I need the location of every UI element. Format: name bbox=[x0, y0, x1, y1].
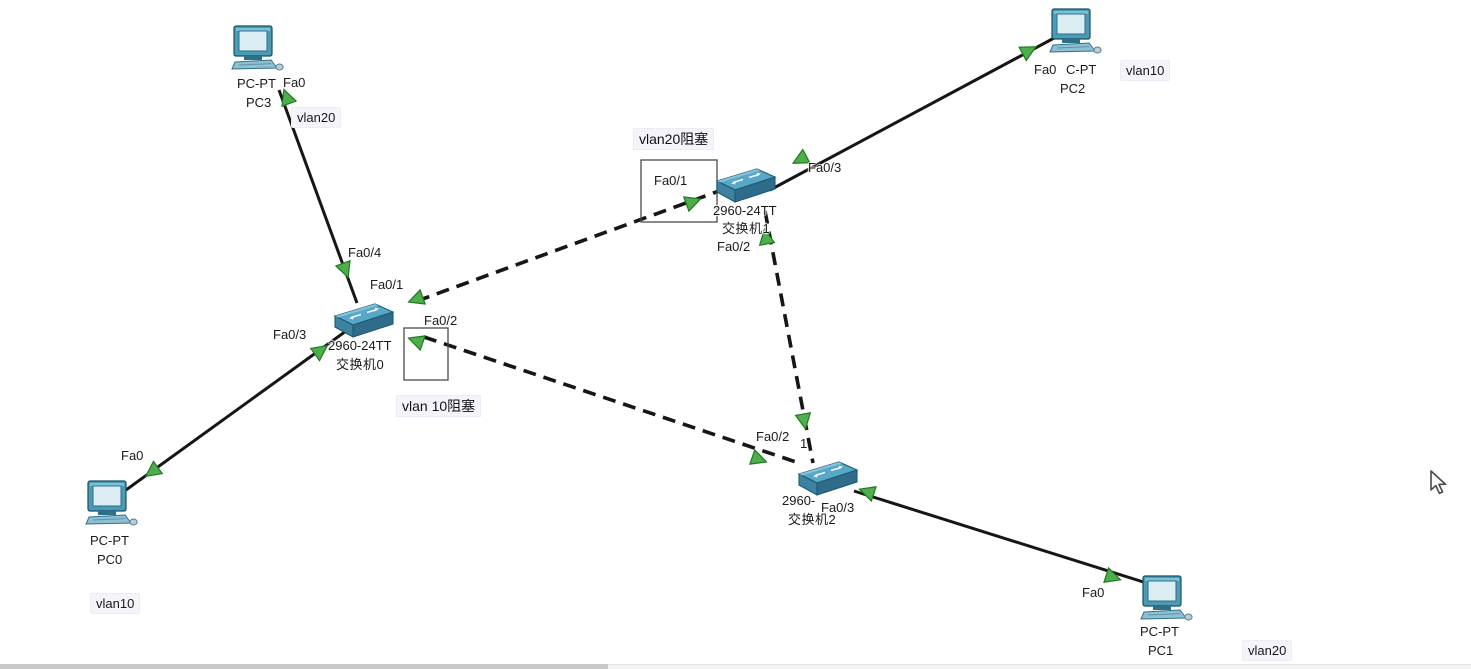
switch0-icon[interactable] bbox=[334, 303, 394, 338]
pc3-icon[interactable] bbox=[231, 25, 284, 71]
link-up-arrow-icon bbox=[788, 148, 811, 171]
link-sw0-sw1-blocked[interactable] bbox=[416, 189, 720, 303]
sw0-port-fa03-label: Fa0/3 bbox=[273, 327, 307, 342]
pc1-icon[interactable] bbox=[1140, 575, 1193, 621]
pc0-port-label: Fa0 bbox=[121, 448, 144, 463]
pc3-model-label: PC-PT bbox=[237, 76, 276, 91]
sw0-port-fa02-label: Fa0/2 bbox=[424, 313, 458, 328]
sw2-model-label: 2960- bbox=[782, 493, 816, 508]
sw2-port-fa01-partial-label: 1 bbox=[800, 436, 808, 451]
horizontal-scrollbar-thumb[interactable] bbox=[0, 664, 608, 669]
pc2-model-label: C-PT bbox=[1066, 62, 1097, 77]
sw0-port-fa01-label: Fa0/1 bbox=[370, 277, 404, 292]
sw1-port-fa03-label: Fa0/3 bbox=[808, 160, 842, 175]
pc1-vlan-note[interactable]: vlan20 bbox=[1243, 641, 1292, 660]
link-status-arrows bbox=[140, 39, 1124, 588]
pc2-port-label: Fa0 bbox=[1034, 62, 1057, 77]
mouse-cursor-icon bbox=[1430, 470, 1447, 495]
link-up-arrow-icon bbox=[405, 330, 426, 351]
link-up-arrow-icon bbox=[1018, 39, 1041, 62]
pc3-vlan-note[interactable]: vlan20 bbox=[292, 108, 341, 127]
link-up-arrow-icon bbox=[335, 260, 356, 281]
link-up-arrow-icon bbox=[683, 191, 704, 212]
switch2-icon[interactable] bbox=[798, 461, 858, 496]
link-pc2-sw1[interactable] bbox=[769, 35, 1057, 192]
pc0-model-label: PC-PT bbox=[90, 533, 129, 548]
sw1-port-fa02-label: Fa0/2 bbox=[717, 239, 751, 254]
pc0-vlan-note[interactable]: vlan10 bbox=[91, 594, 140, 613]
links-layer bbox=[125, 35, 1157, 588]
sw1-name-label[interactable]: 交换机1 bbox=[722, 221, 771, 236]
sw2-port-fa03-label: Fa0/3 bbox=[821, 500, 855, 515]
sw0-port-fa04-label: Fa0/4 bbox=[348, 245, 382, 260]
pc2-name-label[interactable]: PC2 bbox=[1060, 81, 1086, 96]
pc0-name-label[interactable]: PC0 bbox=[97, 552, 123, 567]
pc1-port-label: Fa0 bbox=[1082, 585, 1105, 600]
pc1-model-label: PC-PT bbox=[1140, 624, 1179, 639]
sw1-vlan20-block-note[interactable]: vlan20阻塞 bbox=[634, 129, 714, 149]
block-box-sw1-fa01[interactable] bbox=[640, 159, 718, 223]
link-pc1-sw2[interactable] bbox=[853, 489, 1157, 588]
switch1-icon[interactable] bbox=[716, 168, 776, 203]
sw0-model-label: 2960-24TT bbox=[328, 338, 392, 353]
pc3-port-label: Fa0 bbox=[283, 75, 306, 90]
horizontal-scrollbar-track[interactable] bbox=[0, 664, 1471, 669]
pc2-vlan-note[interactable]: vlan10 bbox=[1121, 61, 1170, 80]
link-up-arrow-icon bbox=[405, 289, 426, 310]
sw2-name-label[interactable]: 交换机2 bbox=[788, 512, 837, 527]
link-up-arrow-icon bbox=[794, 412, 814, 431]
sw1-model-label: 2960-24TT bbox=[713, 203, 777, 218]
block-box-sw0-fa02[interactable] bbox=[403, 327, 449, 381]
pc2-icon[interactable] bbox=[1049, 8, 1102, 54]
sw0-vlan10-block-note[interactable]: vlan 10阻塞 bbox=[397, 396, 481, 416]
link-sw0-sw2-blocked[interactable] bbox=[423, 335, 803, 466]
sw1-port-fa01-label: Fa0/1 bbox=[654, 173, 688, 188]
pc3-name-label[interactable]: PC3 bbox=[246, 95, 272, 110]
sw2-port-fa02-label: Fa0/2 bbox=[756, 429, 790, 444]
sw0-name-label[interactable]: 交换机0 bbox=[336, 357, 385, 372]
pc1-name-label[interactable]: PC1 bbox=[1148, 643, 1174, 658]
